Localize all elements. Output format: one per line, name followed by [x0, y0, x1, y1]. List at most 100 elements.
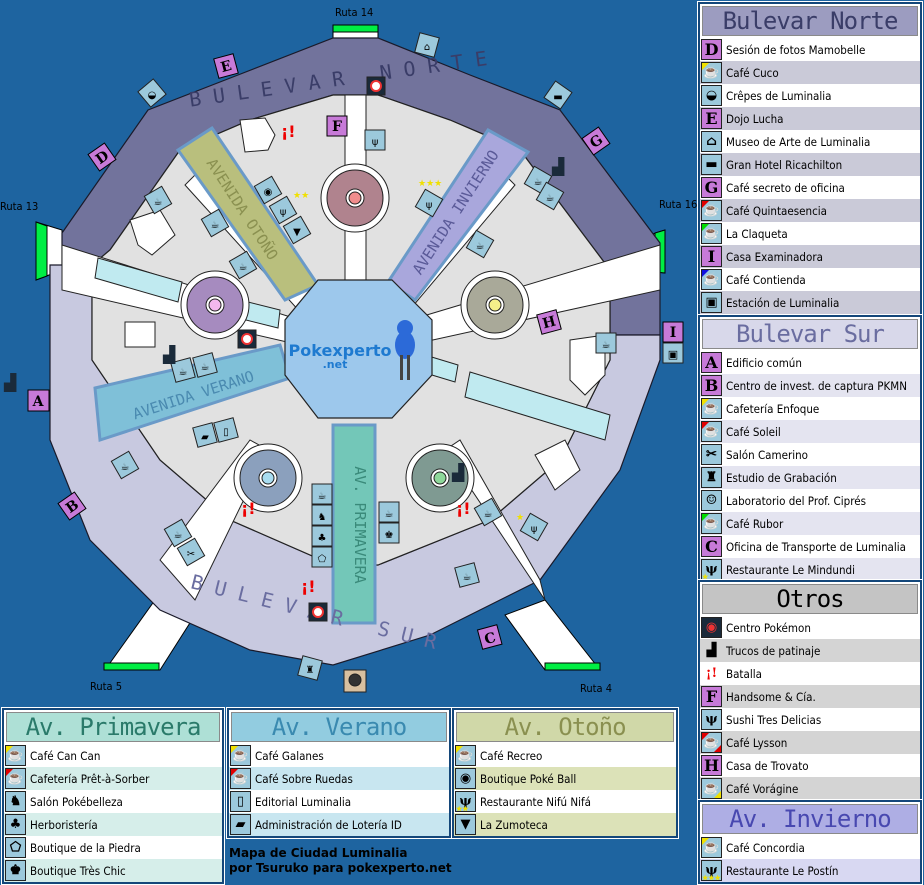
scissors-icon: ✂ [701, 444, 722, 465]
juice-icon: ▼ [282, 215, 312, 245]
legend-item[interactable]: ◉Boutique Poké Ball [454, 767, 676, 790]
legend-item[interactable]: ☕La Claqueta [700, 222, 920, 245]
stone-icon: ⬠ [311, 546, 333, 568]
battle-markers[interactable]: ¡! ¡! ¡! ¡! [241, 122, 471, 596]
svg-text:♞: ♞ [318, 512, 327, 523]
legend-item[interactable]: ◉Centro Pokémon [700, 616, 920, 639]
marker-d[interactable]: D [87, 142, 117, 172]
cafe-icon: ☕ [701, 200, 722, 221]
legend-item[interactable]: ☕Café Cuco [700, 61, 920, 84]
legend-item[interactable]: ☕Café Can Can [4, 744, 222, 767]
legend-item[interactable]: ☕Café Recreo [454, 744, 676, 767]
professor-icon: ☺ [701, 490, 722, 511]
legend-item[interactable]: ☕Café Vorágine [700, 777, 920, 800]
poi-icons[interactable]: ☕ ☕ ☕ ◉ ψ ▼ ψ ψ ☕ ☕ ☕ ☕ ▣ ⌂ ▬ ◒ ☕ ☕ ▰ ▯ … [110, 32, 684, 693]
svg-text:▰: ▰ [201, 432, 209, 443]
legend-item[interactable]: ♜Estudio de Grabación [700, 466, 920, 489]
legend-item[interactable]: ☕Café Rubor [700, 512, 920, 535]
legend-item[interactable]: ☕Cafetería Prêt-à-Sorber [4, 767, 222, 790]
svg-text:H: H [541, 314, 558, 333]
cafe-icon: ☕ [170, 357, 196, 383]
legend-item[interactable]: ☕Cafetería Enfoque [700, 397, 920, 420]
legend-item-label: Restaurante Le Mindundi [726, 562, 855, 577]
legend-item[interactable]: ▰Administración de Lotería ID [229, 813, 449, 836]
marker-b[interactable]: B [57, 491, 87, 521]
marker-h[interactable]: H [536, 309, 562, 335]
legend-item-label: Café Lysson [726, 735, 788, 750]
legend-item[interactable]: ψ★★★Restaurante Le Postín [700, 859, 920, 882]
cafe-icon: ☕ [311, 483, 333, 505]
legend-item[interactable]: ✂Salón Camerino [700, 443, 920, 466]
legend-item[interactable]: ☺ Laboratorio del Prof. Ciprés [700, 489, 920, 512]
legend-item[interactable]: ☕Café Contienda [700, 268, 920, 291]
route-labels: Ruta 14 Ruta 13 Ruta 16 Ruta 5 Ruta 4 [0, 6, 697, 695]
panel-av-primavera: Av. Primavera ☕Café Can Can☕Cafetería Pr… [1, 707, 225, 885]
marker-g[interactable]: G [581, 126, 611, 156]
legend-item-label: Café Soleil [726, 424, 781, 439]
skate-icon: ▟ [451, 463, 465, 482]
legend-item[interactable]: ♣Herboristería [4, 813, 222, 836]
legend-item-label: Laboratorio del Prof. Ciprés [726, 493, 866, 508]
legend-item[interactable]: ▣Estación de Luminalia [700, 291, 920, 314]
museum-icon: ⌂ [701, 131, 722, 152]
legend-item[interactable]: ▬Gran Hotel Ricachilton [700, 153, 920, 176]
legend-item[interactable]: ☕Café Soleil [700, 420, 920, 443]
scissors-icon: ✂ [176, 537, 206, 567]
legend-item-label: Café Vorágine [726, 781, 799, 796]
legend-item[interactable]: ψ★★Restaurante Nifú Nifá [454, 790, 676, 813]
svg-text:◉: ◉ [264, 187, 273, 198]
marker-c[interactable]: C [476, 624, 503, 650]
legend-item-label: Salón Pokébelleza [30, 794, 123, 809]
legend-item[interactable]: ☕Café Galanes [229, 744, 449, 767]
plazas [180, 163, 530, 513]
marker-i[interactable]: I [662, 321, 684, 343]
legend-item-label: Café Concordia [726, 840, 805, 855]
train-icon: ▣ [662, 342, 684, 364]
legend-item[interactable]: ¡!Batalla [700, 662, 920, 685]
legend-item[interactable]: ψ★Restaurante Le Mindundi [700, 558, 920, 581]
legend-item[interactable]: ☕Café Sobre Ruedas [229, 767, 449, 790]
center-plaza: Pokexperto .net [284, 279, 433, 419]
marker-e[interactable]: E [213, 53, 239, 79]
svg-text:✂: ✂ [187, 549, 195, 560]
legend-item[interactable]: ⬠Boutique de la Piedra [4, 836, 222, 859]
svg-text:★★: ★★ [293, 191, 309, 201]
legend-item[interactable]: ☕Café Lysson [700, 731, 920, 754]
pokeball-shop-icon: ◉ [253, 175, 283, 205]
letter-d-icon: D [701, 39, 722, 60]
svg-text:⌂: ⌂ [424, 42, 430, 53]
svg-text:♚: ♚ [385, 530, 394, 541]
cafe-icon: ☕ [454, 562, 480, 588]
legend-item[interactable]: ☕Café Concordia [700, 836, 920, 859]
panel-av-verano: Av. Verano ☕Café Galanes☕Café Sobre Rued… [226, 707, 452, 839]
legend-item[interactable]: ♞Salón Pokébelleza [4, 790, 222, 813]
legend-item[interactable]: ◒Crêpes de Luminalia [700, 84, 920, 107]
legend-item[interactable]: ▼La Zumoteca [454, 813, 676, 836]
legend-item[interactable]: ♚Boutique Très Chic [4, 859, 222, 882]
marker-f[interactable]: F [326, 115, 348, 137]
legend-item[interactable]: ▯Editorial Luminalia [229, 790, 449, 813]
legend-item[interactable]: ⌂Museo de Arte de Luminalia [700, 130, 920, 153]
svg-text:☕: ☕ [318, 491, 327, 502]
legend-item-label: Café Cuco [726, 65, 779, 80]
legend-item-label: Dojo Lucha [726, 111, 784, 126]
restaurant-icon: ψ [519, 512, 549, 542]
legend-item[interactable]: ▟Trucos de patinaje [700, 639, 920, 662]
juice-icon: ▼ [455, 814, 476, 835]
legend-item[interactable]: ☕Café Quintaesencia [700, 199, 920, 222]
legend-item-label: Casa Examinadora [726, 249, 823, 264]
marker-a[interactable]: A [27, 389, 50, 412]
skate-markers[interactable]: ▟ ▟ ▟ ▟ [3, 157, 565, 482]
cafe-icon: ☕ [230, 745, 251, 766]
restaurant-icon: ψ★★ [455, 791, 476, 812]
